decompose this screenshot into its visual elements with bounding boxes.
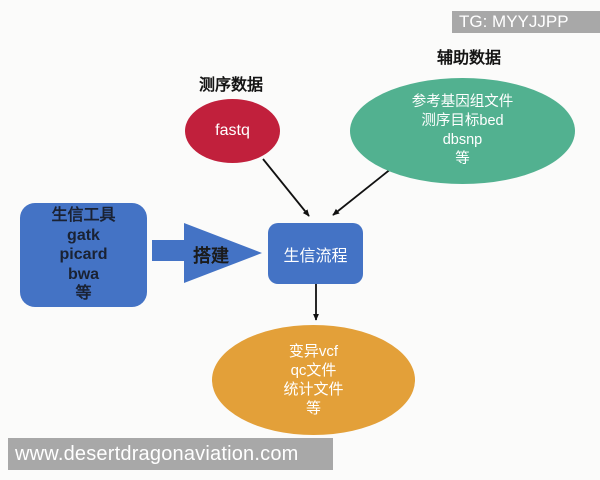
tools-line: 等 <box>75 285 92 303</box>
top-watermark-bar: TG: MYYJJPP <box>452 11 600 33</box>
output-node: 变异vcf qc文件 统计文件 等 <box>212 325 415 435</box>
aux-line: 参考基因组文件 <box>411 94 514 110</box>
tools-line: bwa <box>67 265 100 283</box>
fastq-node: fastq <box>185 99 280 163</box>
output-line: qc文件 <box>290 362 337 379</box>
bottom-watermark-text: www.desertdragonaviation.com <box>15 443 299 465</box>
top-watermark-text: TG: MYYJJPP <box>459 12 569 31</box>
auxiliary-data-node: 参考基因组文件 测序目标bed dbsnp 等 <box>350 78 575 184</box>
aux-line: dbsnp <box>442 132 483 148</box>
aux-line: 测序目标bed <box>421 113 504 129</box>
aux-line: 等 <box>455 151 470 167</box>
arrow-fastq-to-pipeline <box>262 158 310 217</box>
tools-line: picard <box>59 246 108 264</box>
pipeline-node-text: 生信流程 <box>283 247 348 265</box>
tools-line: 生信工具 <box>51 207 116 225</box>
output-line: 变异vcf <box>288 343 339 360</box>
output-line: 统计文件 <box>283 381 344 398</box>
output-line: 等 <box>305 400 321 417</box>
auxiliary-data-label: 辅助数据 <box>437 50 502 67</box>
fastq-node-text: fastq <box>215 122 250 139</box>
arrow-aux-to-pipeline <box>332 167 393 216</box>
bottom-watermark-bar: www.desertdragonaviation.com <box>8 438 333 470</box>
build-arrow-label: 搭建 <box>193 246 229 266</box>
tools-node: 生信工具 gatk picard bwa 等 <box>20 203 147 307</box>
pipeline-node: 生信流程 <box>268 223 363 284</box>
tools-line: gatk <box>67 226 100 244</box>
sequencing-data-label: 测序数据 <box>199 77 264 94</box>
